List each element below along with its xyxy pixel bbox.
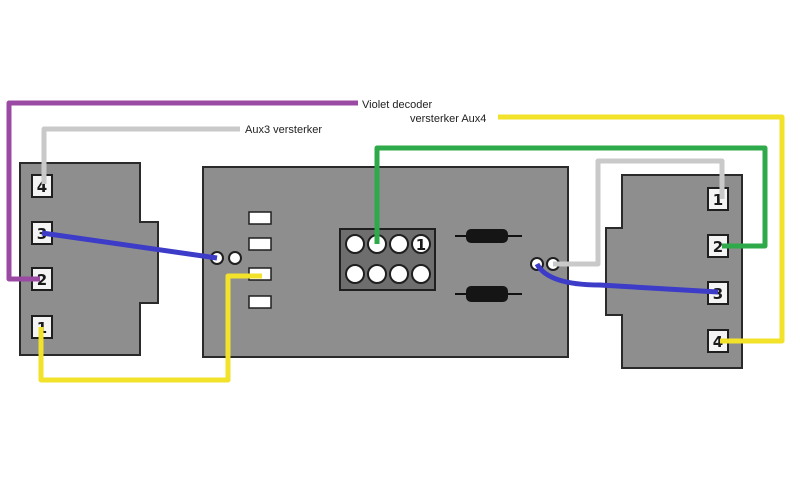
socket-pin1-marker: 1 [416, 236, 426, 254]
aux4-label: versterker Aux4 [410, 113, 486, 125]
right-pin-1-label: 1 [713, 191, 723, 209]
socket-hole-1 [411, 234, 431, 254]
right-pin-3-label: 3 [713, 285, 723, 303]
left-connector-block [19, 162, 159, 356]
yellow-wire-right [498, 114, 785, 344]
blue-wire-right [534, 262, 719, 295]
resistor-upper [455, 229, 522, 243]
left-pin-4-label: 4 [37, 178, 47, 196]
socket-hole [345, 234, 365, 254]
left-contact-b [228, 251, 242, 265]
green-wire [374, 145, 768, 249]
socket-hole [345, 264, 365, 284]
socket-hole [389, 234, 409, 254]
aux3-label: Aux3 versterker [245, 124, 322, 136]
right-connector-block [605, 174, 743, 369]
grey-wire-left [41, 126, 240, 184]
resistor-lower [455, 286, 522, 302]
eight-pin-socket: 1 [339, 228, 436, 291]
socket-hole [411, 264, 431, 284]
violet-decoder-label: Violet decoder [362, 99, 432, 111]
blue-wire-left [41, 230, 218, 261]
left-pin-2-label: 2 [37, 271, 47, 289]
right-pin-1: 1 [707, 187, 729, 211]
yellow-wire-left [38, 273, 262, 383]
board-pad [248, 237, 272, 251]
right-connector-pins: 1 2 3 4 [707, 187, 729, 353]
board-pad [248, 295, 272, 309]
socket-hole [367, 264, 387, 284]
grey-wire-right [553, 158, 725, 267]
board-pad [248, 211, 272, 225]
board-pads [248, 211, 272, 309]
right-pin-4-label: 4 [713, 333, 723, 351]
violet-wire [6, 100, 358, 282]
right-pin-4: 4 [707, 329, 729, 353]
socket-hole [389, 264, 409, 284]
right-pin-2-label: 2 [713, 238, 723, 256]
